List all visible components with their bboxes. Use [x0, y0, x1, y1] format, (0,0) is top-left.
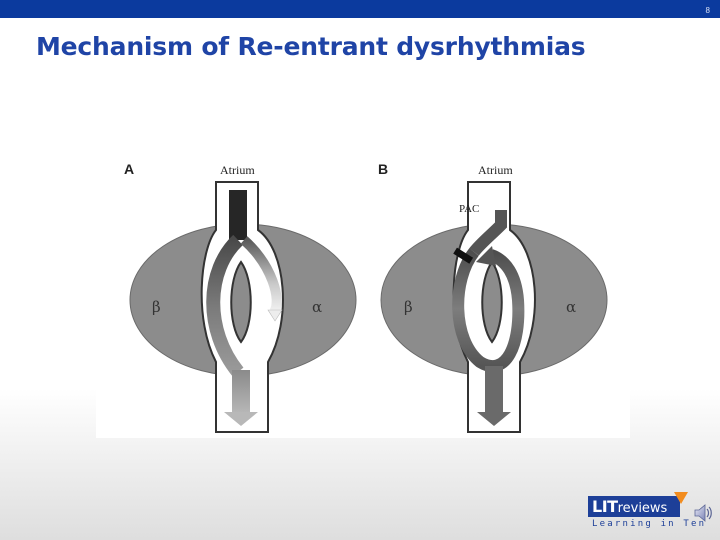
logo-wordmark: LITreviews	[588, 496, 680, 517]
panel-b-beta-label: β	[404, 298, 413, 316]
panel-a-alpha-label: α	[312, 298, 322, 316]
alpha-pathway-a	[240, 236, 282, 315]
logo-brand-bold: LIT	[592, 497, 618, 516]
litreviews-logo[interactable]: LITreviews Learning in Ten	[588, 492, 704, 530]
panel-a-atrium-label: Atrium	[220, 163, 255, 177]
panel-a-letter: A	[124, 161, 134, 177]
logo-brand-light: reviews	[617, 501, 668, 516]
blocked-alpha-bar-b	[453, 247, 474, 264]
panel-b	[380, 181, 608, 433]
pac-entry-b	[469, 210, 507, 256]
reentry-diagram: A Atrium β α B Atrium PAC β α	[96, 140, 630, 438]
loop-arrowhead-b	[476, 246, 496, 266]
alpha-arrowhead-a	[267, 309, 283, 322]
beta-pathway-a	[206, 234, 244, 377]
exit-pathway-b	[485, 366, 503, 414]
exit-arrowhead-a	[224, 412, 258, 426]
panel-b-pac-label: PAC	[459, 203, 479, 215]
entry-pathway-a	[229, 190, 247, 240]
panel-a-beta-label: β	[152, 298, 161, 316]
panel-b-atrium-label: Atrium	[478, 163, 513, 177]
slide-number: 8	[705, 6, 710, 15]
slide-title: Mechanism of Re-entrant dysrhythmias	[36, 32, 586, 61]
panel-a	[129, 181, 357, 433]
central-block-b	[481, 260, 503, 344]
exit-pathway-a	[232, 370, 250, 414]
panel-b-alpha-label: α	[566, 298, 576, 316]
top-bar	[0, 0, 720, 18]
panel-b-letter: B	[378, 161, 388, 177]
reentry-loop-b	[452, 248, 525, 373]
logo-tagline: Learning in Ten	[592, 519, 707, 529]
speaker-icon[interactable]	[694, 502, 714, 524]
central-block-a	[230, 260, 252, 344]
exit-arrowhead-b	[477, 412, 511, 426]
star-triangle-icon	[674, 492, 688, 504]
